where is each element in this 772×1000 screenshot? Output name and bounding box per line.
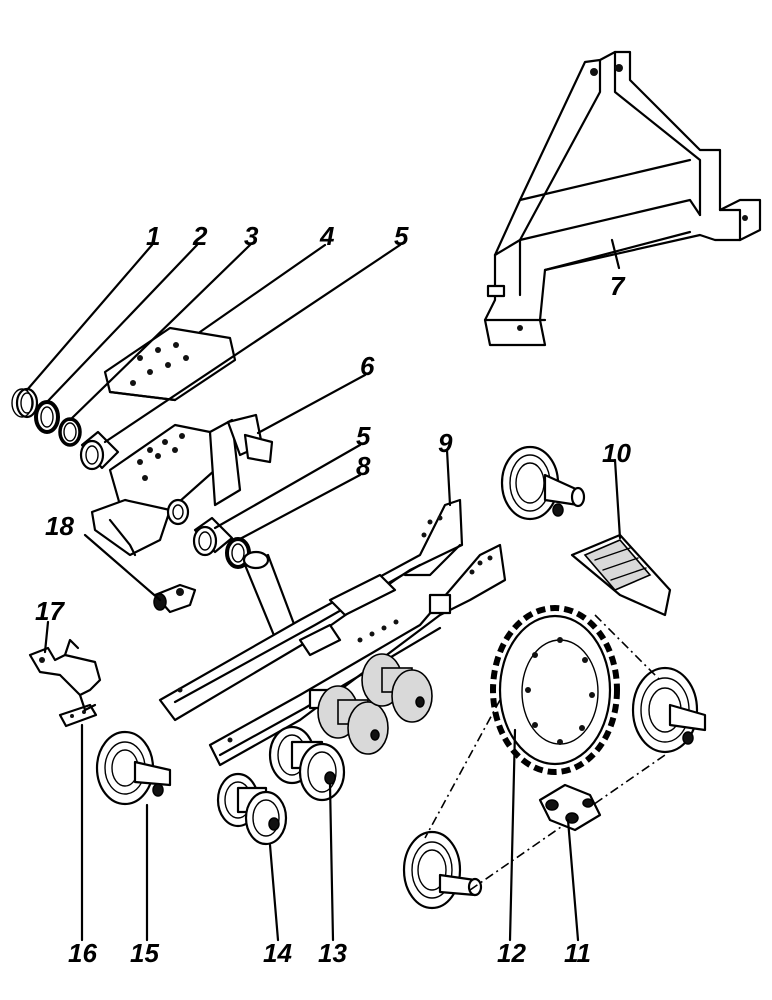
callout-13: 13 bbox=[318, 938, 347, 968]
idler-wheel-right bbox=[631, 666, 707, 754]
callout-15: 15 bbox=[130, 938, 159, 968]
track-shoe-part-10 bbox=[570, 533, 672, 617]
callout-2: 2 bbox=[192, 221, 208, 251]
callout-4: 4 bbox=[319, 221, 335, 251]
callout-14: 14 bbox=[263, 938, 292, 968]
callout-labels: 1 2 3 4 5 5 6 7 8 9 10 11 12 13 14 15 16… bbox=[35, 221, 631, 968]
fitting-part-18 bbox=[153, 583, 197, 614]
callout-7: 7 bbox=[610, 271, 626, 301]
callout-8: 8 bbox=[356, 451, 371, 481]
ring-part-3 bbox=[58, 417, 82, 447]
ring-part-1 bbox=[11, 387, 39, 419]
bracket-part-17 bbox=[28, 638, 102, 712]
callout-17: 17 bbox=[35, 596, 65, 626]
roller-part-15 bbox=[95, 730, 172, 806]
idler-wheel-bottom bbox=[402, 830, 483, 910]
sprocket-part-12 bbox=[490, 605, 620, 775]
axle-beam-part-6 bbox=[90, 413, 274, 557]
mounting-plate-part-4 bbox=[103, 326, 237, 402]
callout-16: 16 bbox=[68, 938, 97, 968]
top-roller-wheel bbox=[500, 445, 586, 521]
callout-18: 18 bbox=[45, 511, 74, 541]
double-roller-part-14 bbox=[216, 772, 288, 846]
callout-1: 1 bbox=[146, 221, 160, 251]
a-frame-hitch-part-7 bbox=[483, 50, 762, 347]
ring-part-2 bbox=[34, 400, 60, 434]
callout-6: 6 bbox=[360, 351, 375, 381]
callout-5-lower: 5 bbox=[356, 421, 371, 451]
callout-11: 11 bbox=[564, 938, 591, 968]
double-roller-part-13 bbox=[268, 653, 433, 802]
bushing-part-5-lower bbox=[192, 516, 234, 557]
callout-5-upper: 5 bbox=[394, 221, 409, 251]
callout-3: 3 bbox=[244, 221, 259, 251]
bushing-part-5-upper bbox=[79, 430, 120, 471]
callout-9: 9 bbox=[438, 428, 453, 458]
leader-lines bbox=[25, 243, 622, 942]
callout-10: 10 bbox=[602, 438, 631, 468]
chain-link-part-11 bbox=[538, 783, 602, 832]
callout-12: 12 bbox=[497, 938, 526, 968]
